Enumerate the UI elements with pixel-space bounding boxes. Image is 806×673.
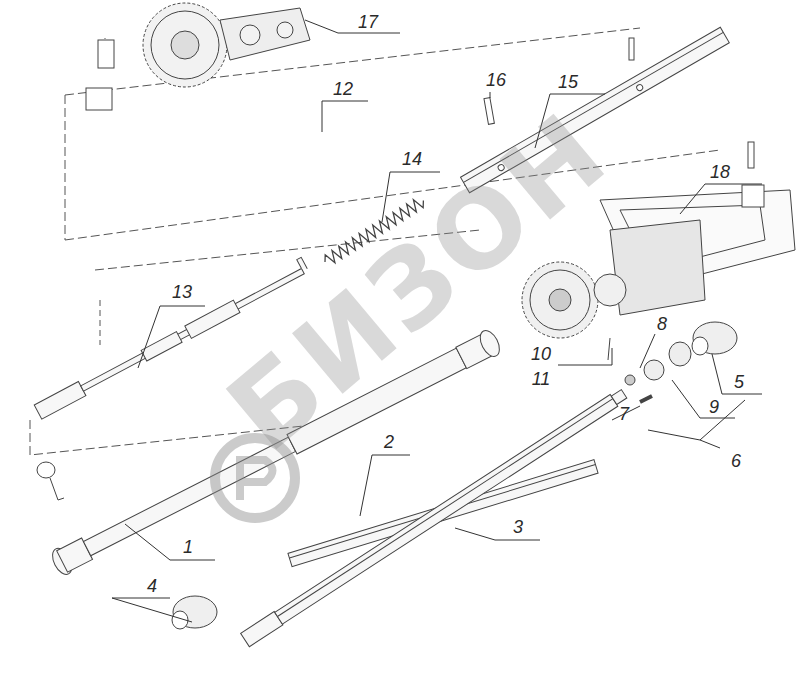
- callout-number: 5: [734, 373, 744, 391]
- leader-lines: [112, 20, 762, 622]
- callout-number: 3: [513, 518, 523, 536]
- callout-number: 11: [532, 370, 551, 388]
- callout-number: 2: [384, 433, 394, 451]
- callout-number: 17: [358, 13, 378, 31]
- callout-number: 12: [333, 80, 353, 98]
- callout-number: 16: [486, 71, 506, 89]
- callout-number: 18: [710, 163, 730, 181]
- callout-number: 6: [731, 452, 741, 470]
- callout-number: 7: [619, 405, 629, 423]
- callout-number: 15: [558, 73, 578, 91]
- callout-number: 4: [147, 577, 157, 595]
- callout-number: 14: [402, 150, 422, 168]
- callout-number: 10: [531, 345, 551, 363]
- ring-pin: [37, 462, 64, 500]
- coupling: [172, 596, 217, 629]
- callout-number: 1: [183, 538, 193, 556]
- callout-number: 9: [709, 398, 719, 416]
- callout-number: 8: [657, 315, 667, 333]
- callout-number: 13: [172, 283, 192, 301]
- gearbox-top: [86, 3, 310, 110]
- coupling: [692, 322, 737, 355]
